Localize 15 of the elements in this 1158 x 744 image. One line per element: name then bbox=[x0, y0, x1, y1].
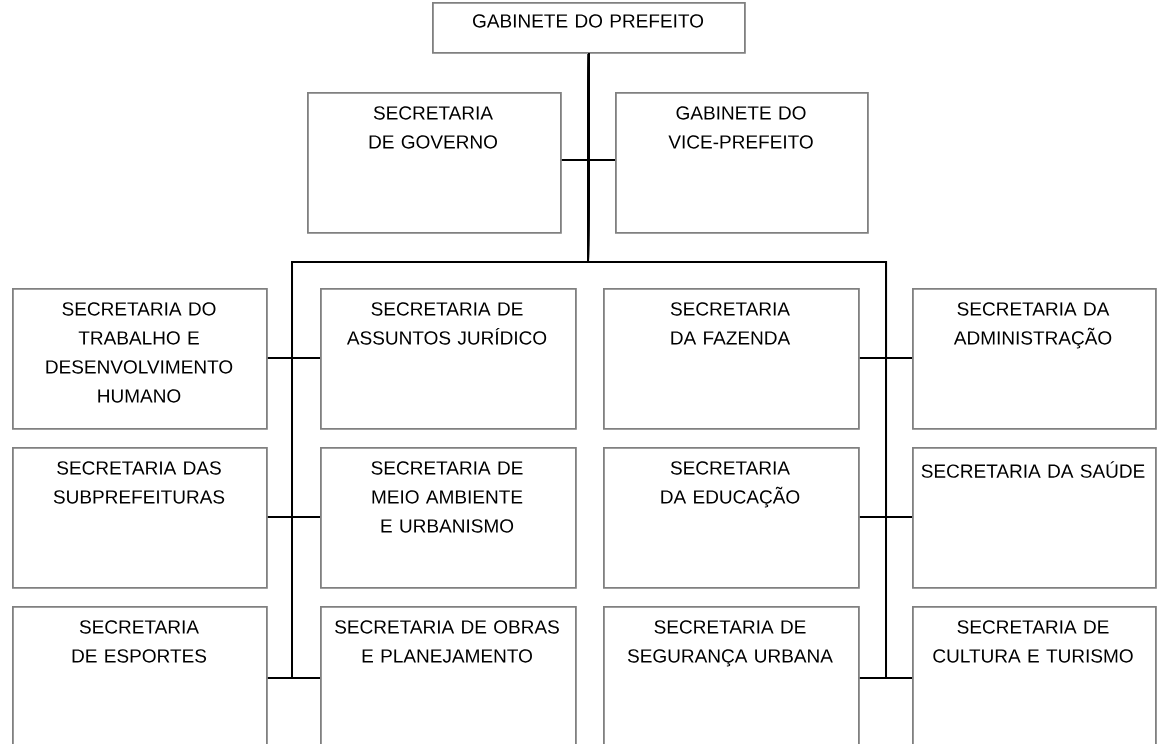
org-box: SECRETARIA DE GOVERNO bbox=[307, 92, 562, 234]
org-box: GABINETE DO PREFEITO bbox=[432, 2, 746, 54]
org-box: SECRETARIA DE MEIO AMBIENTE E URBANISMO bbox=[320, 447, 577, 589]
org-box: SECRETARIA DE SEGURANÇA URBANA bbox=[603, 606, 860, 744]
org-box: SECRETARIA DA SAÚDE bbox=[912, 447, 1157, 589]
org-box: SECRETARIA DE OBRAS E PLANEJAMENTO bbox=[320, 606, 577, 744]
org-box: SECRETARIA DAS SUBPREFEITURAS bbox=[12, 447, 268, 589]
org-box: SECRETARIA DA EDUCAÇÃO bbox=[603, 447, 860, 589]
org-box: GABINETE DO VICE-PREFEITO bbox=[615, 92, 869, 234]
org-box: SECRETARIA DE CULTURA E TURISMO bbox=[912, 606, 1157, 744]
org-box: SECRETARIA DE ESPORTES bbox=[12, 606, 268, 744]
org-box: SECRETARIA DO TRABALHO E DESENVOLVIMENTO HUMANO bbox=[12, 288, 268, 430]
org-box: SECRETARIA DA ADMINISTRAÇÃO bbox=[912, 288, 1157, 430]
org-box: SECRETARIA DA FAZENDA bbox=[603, 288, 860, 430]
org-box: SECRETARIA DE ASSUNTOS JURÍDICO bbox=[320, 288, 577, 430]
